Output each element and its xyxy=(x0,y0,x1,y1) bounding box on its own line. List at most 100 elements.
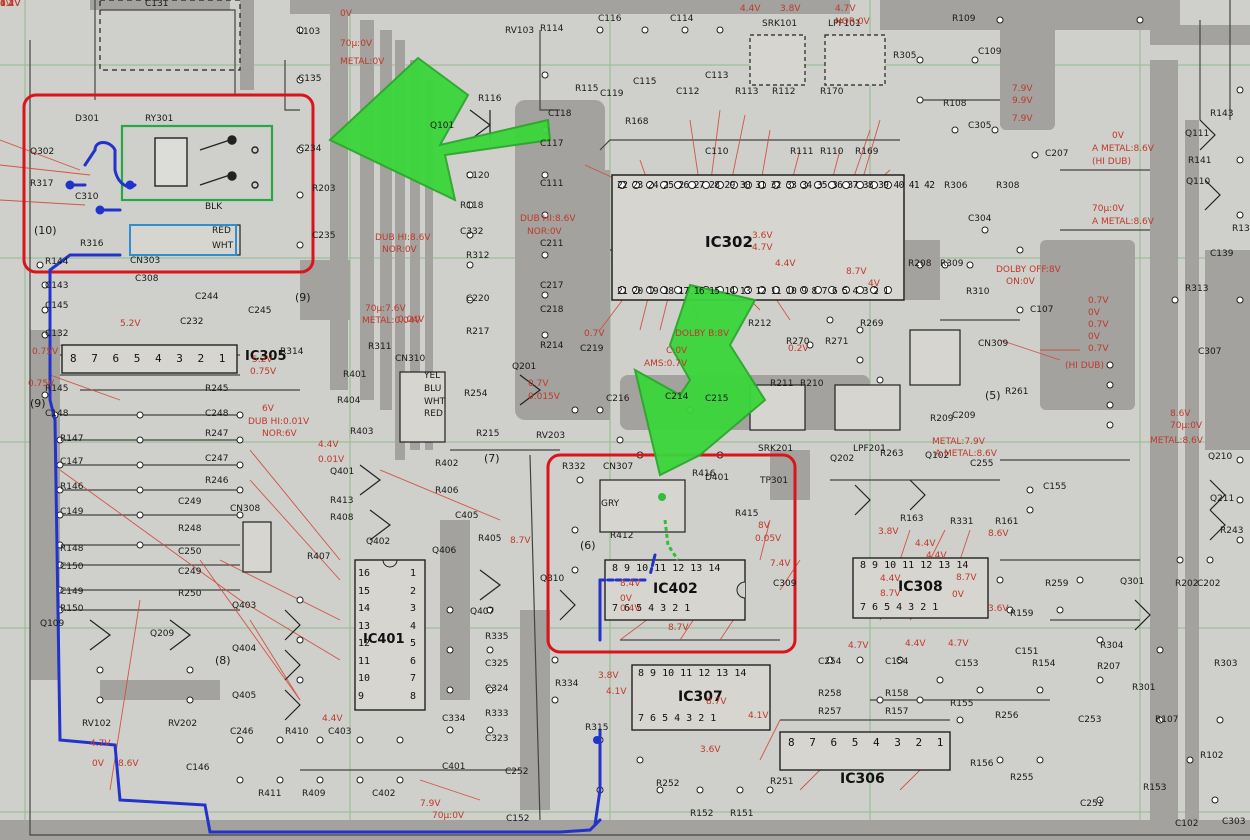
voltage-annotation: 3.6V xyxy=(988,604,1009,614)
voltage-annotation: 3.8V xyxy=(878,527,899,537)
component-designator: C254 xyxy=(818,657,842,667)
component-designator: C120 xyxy=(466,171,490,181)
ic308-body xyxy=(852,557,989,619)
component-designator: C111 xyxy=(540,179,564,189)
component-designator: R404 xyxy=(337,396,361,406)
connector-marker: (10) xyxy=(34,224,57,237)
component-designator: R151 xyxy=(730,809,754,819)
component-designator: C215 xyxy=(705,394,729,404)
voltage-annotation: 0.01V xyxy=(318,455,345,465)
component-designator: R333 xyxy=(485,709,509,719)
component-designator: C115 xyxy=(633,77,657,87)
component-designator: R259 xyxy=(1045,579,1069,589)
component-designator: C246 xyxy=(230,727,254,737)
voltage-annotation: 8.6V xyxy=(118,759,139,769)
voltage-annotation: 4.4V xyxy=(880,574,901,584)
component-designator: YEL xyxy=(424,371,441,381)
component-designator: R306 xyxy=(944,181,968,191)
component-designator: C216 xyxy=(606,394,630,404)
component-designator: R113 xyxy=(735,87,759,97)
component-designator: R169 xyxy=(855,147,879,157)
ic308-top-pins: 8 9 10 11 12 13 14 xyxy=(860,560,969,571)
ic402-bottom-pins: 7 6 5 4 3 2 1 xyxy=(612,603,691,614)
ic402-top-pins: 8 9 10 11 12 13 14 xyxy=(612,563,721,574)
ic307-top-pins: 8 9 10 11 12 13 14 xyxy=(638,668,747,679)
component-designator: R309 xyxy=(940,259,964,269)
component-designator: C334 xyxy=(442,714,466,724)
component-symbols xyxy=(89,109,1226,721)
component-designator: R147 xyxy=(60,434,84,444)
component-designator: R403 xyxy=(350,427,374,437)
component-designator: R301 xyxy=(1132,683,1156,693)
component-designator: RED xyxy=(424,409,443,419)
component-designator: C304 xyxy=(968,214,992,224)
component-designator: C214 xyxy=(665,392,689,402)
component-designator: C250 xyxy=(178,547,202,557)
voltage-leader-lines xyxy=(0,109,1080,801)
relay-highlight-box xyxy=(120,124,274,202)
component-designator: C235 xyxy=(312,231,336,241)
component-designator: R153 xyxy=(1143,783,1167,793)
component-designator: R255 xyxy=(1010,773,1034,783)
voltage-annotation: 0.75V xyxy=(250,367,277,377)
voltage-annotation: 3.6V xyxy=(700,745,721,755)
voltage-annotation: 0.7V xyxy=(584,329,605,339)
voltage-annotation: 8.7V xyxy=(846,267,867,277)
component-designator: R148 xyxy=(60,544,84,554)
component-designator: C150 xyxy=(60,562,84,572)
voltage-annotation: 0.7V xyxy=(1088,344,1109,354)
component-designator: C220 xyxy=(466,294,490,304)
voltage-annotation: 4.4V xyxy=(322,714,343,724)
ic401-label: IC401 xyxy=(363,632,405,647)
voltage-annotation: 0V xyxy=(1088,308,1100,318)
connector-marker: (8) xyxy=(215,654,231,667)
component-designator: R415 xyxy=(735,509,759,519)
ic306-body xyxy=(779,731,951,771)
component-designator: R150 xyxy=(60,604,84,614)
component-designator: Q310 xyxy=(540,574,565,584)
voltage-annotation: 0V xyxy=(340,9,352,19)
component-designator: R112 xyxy=(772,87,796,97)
component-designator: C323 xyxy=(485,734,509,744)
voltage-annotation: 70μ:0V xyxy=(1170,421,1203,431)
voltage-annotation: 0V xyxy=(952,590,964,600)
voltage-annotation: 4.7V xyxy=(752,243,773,253)
component-designator: Q202 xyxy=(830,454,855,464)
voltage-annotation: 7.9V xyxy=(1012,114,1033,124)
component-designator: R308 xyxy=(996,181,1020,191)
ic302-bottom-pins: 21 20 19 18 17 16 15 14 13 12 11 10 9 8 … xyxy=(617,286,889,297)
voltage-annotation: 0.2V xyxy=(788,344,809,354)
component-designator: R311 xyxy=(368,342,392,352)
component-designator: R247 xyxy=(205,429,229,439)
green-arrow-left xyxy=(328,56,552,202)
component-designator: R111 xyxy=(790,147,814,157)
component-designator: R271 xyxy=(825,337,849,347)
ic302-body xyxy=(611,174,905,301)
component-designator: C252 xyxy=(505,767,529,777)
voltage-annotation: (HI DUB) xyxy=(1092,157,1131,167)
component-designator: R310 xyxy=(966,287,990,297)
component-designator: C154 xyxy=(885,657,909,667)
green-highlight-trace xyxy=(663,519,680,561)
voltage-annotation: 4.1V xyxy=(0,0,21,9)
component-designator: Q404 xyxy=(232,644,257,654)
component-designator: R154 xyxy=(1032,659,1056,669)
component-designator: R315 xyxy=(585,723,609,733)
component-designator: SRK101 xyxy=(762,19,798,29)
voltage-annotation: 8.7V xyxy=(956,573,977,583)
voltage-annotation: 4.1V xyxy=(748,711,769,721)
voltage-annotation: A METAL:8.6V xyxy=(1092,144,1154,154)
component-designator: R146 xyxy=(60,482,84,492)
component-designator: R168 xyxy=(625,117,649,127)
voltage-annotation: 7.4V xyxy=(770,559,791,569)
component-designator: C155 xyxy=(1043,482,1067,492)
component-designator: Q110 xyxy=(1186,177,1211,187)
component-designator: R406 xyxy=(435,486,459,496)
component-designator: Q407 xyxy=(470,607,495,617)
component-designator: R209 xyxy=(930,414,954,424)
component-designator: Q201 xyxy=(512,362,537,372)
component-designator: C251 xyxy=(1080,799,1104,809)
voltage-annotation: 8.6V xyxy=(1170,409,1191,419)
voltage-annotation: DOLBY OFF:8V xyxy=(996,265,1061,275)
